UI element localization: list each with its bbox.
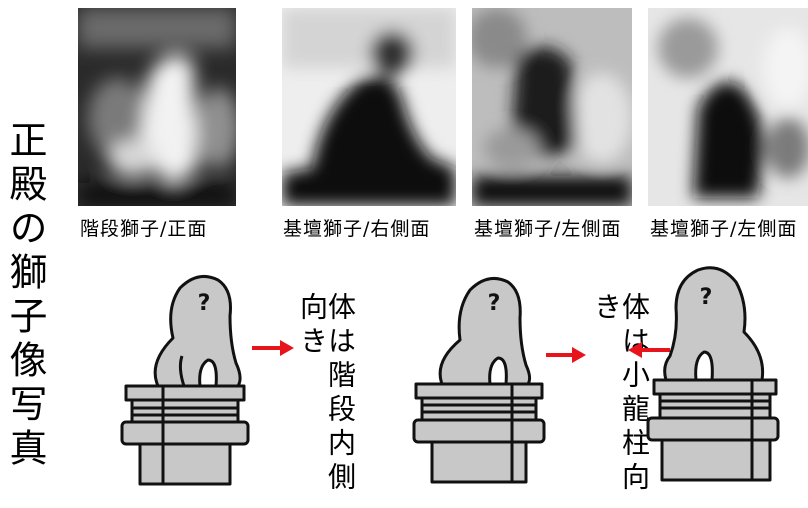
lion-body-1: [153, 274, 242, 388]
arrow-right-icon-1: [252, 340, 294, 356]
side-title: 正殿の獅子像写真: [3, 120, 47, 472]
head-mark-2: ?: [488, 291, 501, 316]
photo-base-lion-left-1: [472, 8, 632, 206]
arrow-left-icon: [628, 342, 670, 358]
head-mark-3: ?: [700, 285, 713, 310]
caption-photo-3: 基壇獅子/左側面: [474, 218, 622, 240]
caption-photo-4: 基壇獅子/左側面: [650, 218, 798, 240]
note-2: 体は小龍柱向き: [590, 292, 651, 496]
caption-photo-1: 階段獅子/正面: [80, 218, 208, 240]
lion-leg-1: [198, 358, 218, 387]
caption-photo-2: 基壇獅子/右側面: [283, 218, 431, 240]
photo-base-lion-left-2: [648, 8, 808, 206]
lion-diagram-2: ?: [412, 270, 562, 485]
photo-base-lion-right: [282, 8, 456, 206]
photo-stair-lion-front: [78, 8, 236, 206]
lion-diagram-1: ?: [118, 268, 268, 488]
note-1: 体は階段内側向き: [296, 292, 357, 496]
head-mark-1: ?: [198, 291, 211, 316]
lion-diagram-3: ?: [646, 262, 798, 482]
arrow-right-icon-2: [546, 347, 586, 363]
